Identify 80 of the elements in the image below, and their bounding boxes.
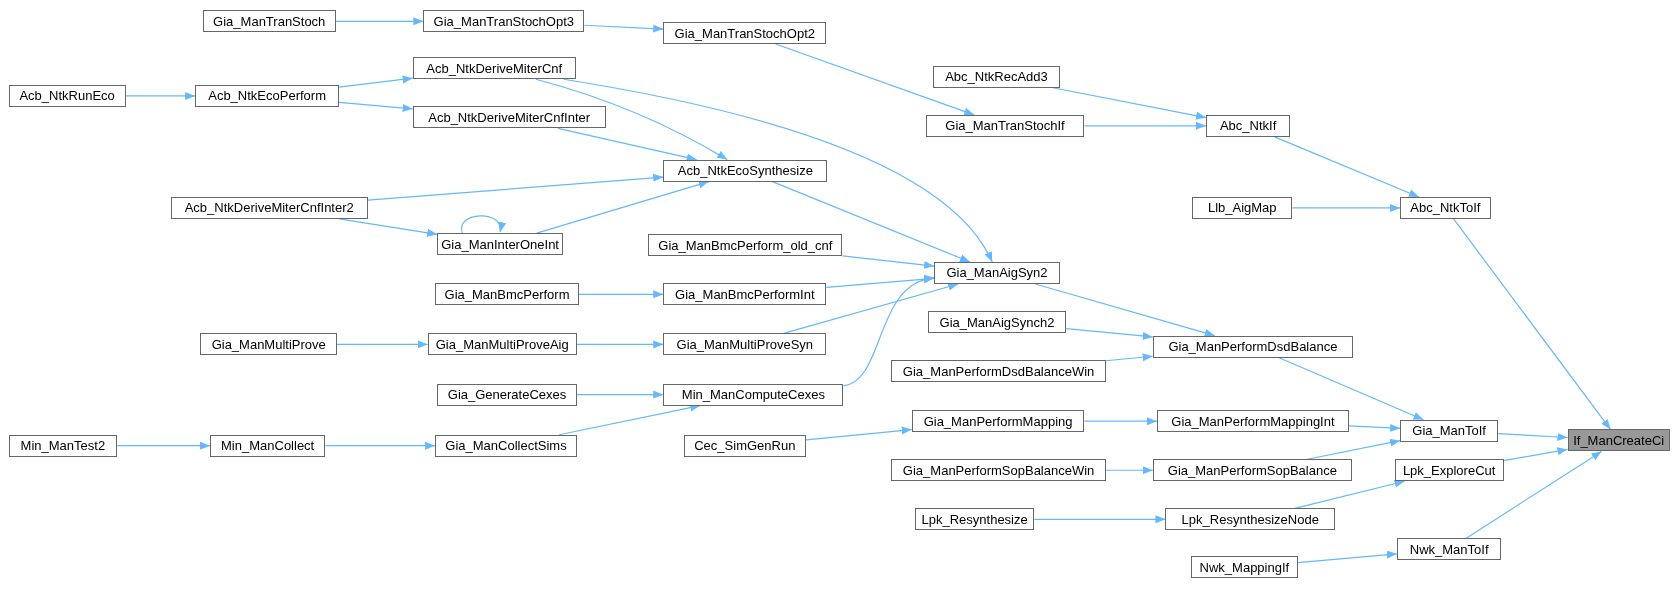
- function-box: Acb_NtkDeriveMiterCnfInter: [412, 106, 606, 129]
- arrow: [1453, 218, 1612, 430]
- arrow: [1348, 423, 1401, 432]
- arrow: [775, 43, 975, 116]
- arrow: [338, 101, 414, 112]
- arrow: [805, 426, 913, 441]
- function-box: Nwk_MappingIf: [1191, 556, 1298, 579]
- arrow: [1034, 283, 1216, 337]
- function-box: Gia_ManMultiProve: [200, 333, 337, 356]
- arrow: [1497, 432, 1569, 441]
- arrow: [1105, 466, 1154, 475]
- arrow: [336, 340, 429, 349]
- arrow: [842, 276, 935, 387]
- function-box: Gia_ManPerformSopBalance: [1152, 459, 1353, 482]
- function-box: Gia_ManTranStochOpt2: [663, 22, 827, 45]
- arrow: [783, 282, 959, 335]
- arrow: [771, 181, 971, 263]
- arrow: [557, 127, 698, 162]
- arrow: [1065, 328, 1154, 340]
- function-box: Gia_ManBmcPerform: [435, 283, 579, 306]
- arrow: [1273, 136, 1420, 198]
- function-box: Acb_NtkDeriveMiterCnfInter2: [170, 196, 368, 219]
- arrow: [578, 290, 664, 299]
- arrow: [536, 180, 710, 234]
- function-box: Gia_ManAigSyn2: [934, 261, 1060, 284]
- function-box: Cec_SimGenRun: [683, 434, 807, 457]
- function-box: If_ManCreateCi: [1567, 429, 1670, 452]
- function-box: Abc_NtkRecAdd3: [933, 65, 1060, 88]
- arrow: [125, 91, 196, 100]
- function-box: Gia_ManTranStochOpt3: [423, 10, 585, 33]
- arrow: [576, 340, 664, 349]
- function-box: Acb_NtkEcoPerform: [195, 84, 340, 107]
- function-box: Gia_ManBmcPerformInt: [663, 283, 827, 306]
- function-box: Gia_GenerateCexes: [437, 383, 577, 406]
- function-box: Gia_ManPerformMapping: [911, 410, 1085, 433]
- arrow: [583, 24, 664, 33]
- arrow: [1297, 550, 1398, 564]
- arrow: [1033, 515, 1167, 524]
- arrow: [576, 390, 664, 399]
- arrow: [1291, 203, 1401, 212]
- arrow: [563, 78, 993, 263]
- function-box: Min_ManTest2: [8, 434, 118, 457]
- arrow: [1083, 417, 1158, 426]
- function-box: Gia_ManPerformDsdBalanceWin: [891, 360, 1106, 383]
- function-box: Gia_ManInterOneInt: [437, 233, 563, 256]
- function-box: Lpk_ResynthesizeNode: [1165, 508, 1335, 531]
- arrow: [338, 75, 414, 88]
- function-box: Acb_NtkEcoSynthesize: [663, 159, 828, 182]
- function-box: Gia_ManToIf: [1400, 419, 1499, 442]
- function-box: Gia_ManBmcPerform_old_cnf: [648, 234, 843, 257]
- function-box: Gia_ManPerformDsdBalance: [1152, 335, 1354, 358]
- arrow: [116, 441, 211, 450]
- arrow: [335, 17, 424, 26]
- function-box: Min_ManCollect: [210, 434, 326, 457]
- function-box: Gia_ManPerformSopBalanceWin: [891, 459, 1106, 482]
- function-box: Llb_AigMap: [1192, 196, 1293, 219]
- function-box: Min_ManComputeCexes: [663, 383, 844, 406]
- function-box: Gia_ManMultiProveSyn: [663, 333, 827, 356]
- function-box: Lpk_Resynthesize: [914, 508, 1035, 531]
- function-box: Gia_ManTranStochIf: [925, 114, 1085, 137]
- function-box: Gia_ManPerformMappingInt: [1156, 410, 1349, 433]
- function-box: Acb_NtkDeriveMiterCnf: [412, 57, 576, 80]
- arrow: [324, 441, 436, 450]
- arrow: [1105, 353, 1154, 362]
- function-box: Gia_ManTranStoch: [202, 10, 336, 33]
- arrow: [367, 173, 664, 201]
- arrow: [535, 78, 728, 161]
- function-box: Acb_NtkRunEco: [8, 84, 126, 107]
- arrow: [1465, 450, 1603, 539]
- arrow: [1502, 447, 1569, 462]
- arrow: [460, 215, 505, 234]
- function-box: Lpk_ExploreCut: [1394, 459, 1504, 482]
- function-box: Gia_ManMultiProveAig: [427, 333, 577, 356]
- arrow: [841, 255, 935, 269]
- function-box: Abc_NtkIf: [1206, 114, 1291, 137]
- arrow: [1083, 121, 1207, 130]
- function-box: Nwk_ManToIf: [1396, 538, 1502, 561]
- function-box: Gia_ManCollectSims: [435, 434, 577, 457]
- function-box: Abc_NtkToIf: [1400, 196, 1491, 219]
- function-box: Gia_ManAigSynch2: [927, 311, 1067, 333]
